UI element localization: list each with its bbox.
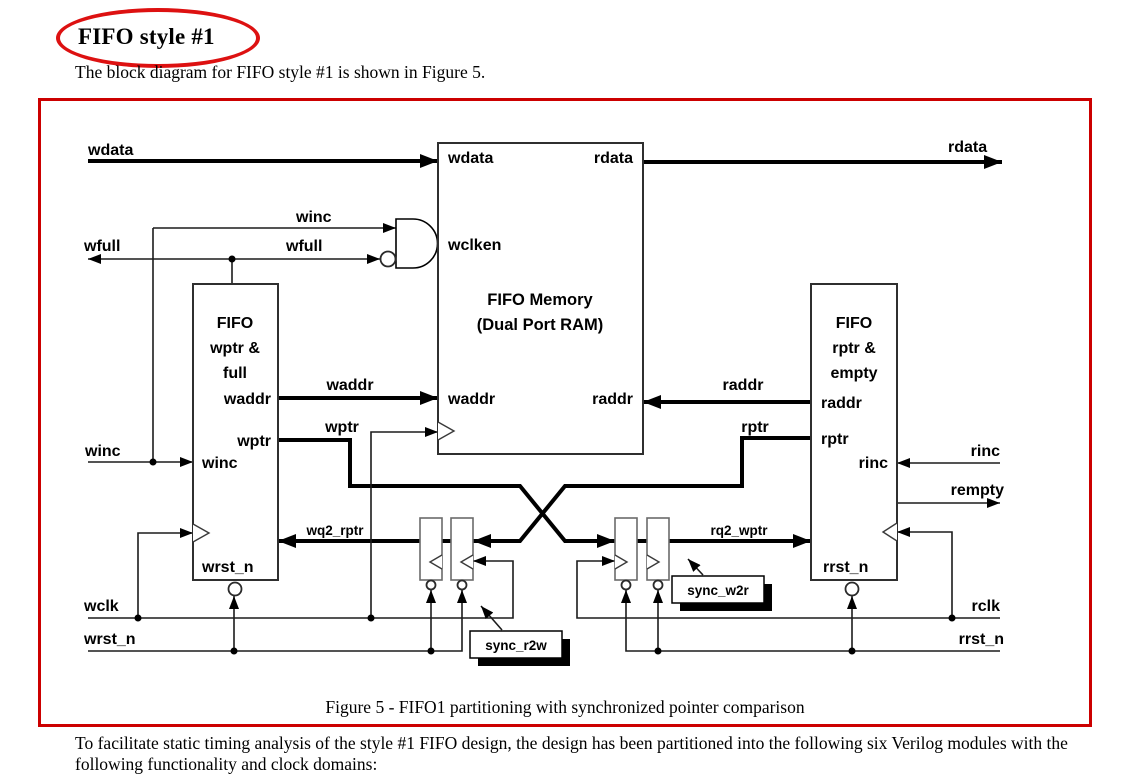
raddr-label: raddr [723, 377, 764, 394]
rinc-label: rinc [971, 443, 1000, 460]
control-wires [88, 223, 1000, 652]
sync-w2r-flipflops [614, 517, 670, 591]
ff-clock-icon [614, 554, 629, 570]
wclk-wire [88, 556, 514, 619]
rptr-label: rptr [741, 419, 769, 436]
rptr-bus [473, 436, 811, 548]
wptr-port-waddr: waddr [223, 391, 271, 408]
ram-port-raddr: raddr [592, 391, 633, 408]
wclk-to-wptr-clock [137, 528, 193, 618]
fifo-rptr-empty-block: FIFO rptr & empty raddr rptr rinc rrst_n [810, 283, 898, 597]
sync-r2w-ff2 [450, 517, 474, 581]
rptr-port-rrst: rrst_n [823, 559, 868, 576]
sync-w2r-ff2 [646, 517, 670, 581]
and-gate-wclken [379, 218, 439, 269]
ff-reset-bubble [456, 579, 468, 591]
wptr-port-wptr: wptr [236, 433, 271, 450]
rclk-to-rptr-clock [897, 527, 953, 618]
fifo-block-diagram: wdata rdata wclken FIFO Memory (Dual Por… [83, 139, 1004, 666]
wptr-title-line3: full [223, 365, 247, 382]
wptr-label: wptr [324, 419, 359, 436]
wdata-label: wdata [87, 142, 133, 159]
wclk-to-ram-clock [370, 427, 438, 618]
signal-labels: wdata rdata winc wfull wfull waddr raddr… [83, 139, 1004, 648]
rclk-label: rclk [972, 598, 1001, 615]
ff-reset-bubble [425, 579, 437, 591]
ram-port-wdata: wdata [447, 150, 493, 167]
wrst-wire [88, 590, 467, 652]
ram-title-line2: (Dual Port RAM) [477, 316, 604, 334]
ff-clock-icon [459, 554, 474, 570]
wfull-gate-label: wfull [285, 238, 322, 255]
rrst-label: rrst_n [959, 631, 1004, 648]
rempty-label: rempty [951, 482, 1004, 499]
sync-w2r-label: sync_w2r [687, 583, 749, 598]
rq2-wptr-label: rq2_wptr [710, 523, 768, 538]
winc-gate-label: winc [295, 209, 332, 226]
wptr-clock-icon [192, 523, 211, 543]
rptr-title-line3: empty [830, 365, 877, 382]
ff-reset-bubble [620, 579, 632, 591]
sync-w2r-ff1 [614, 517, 638, 581]
ram-port-wclken: wclken [447, 237, 501, 254]
wptr-bus [278, 438, 615, 548]
junction-dots [134, 255, 956, 655]
fifo-wptr-full-block: FIFO wptr & full waddr wptr winc wrst_n [192, 283, 279, 597]
page-title: FIFO style #1 [78, 24, 215, 49]
rptr-title-line2: rptr & [832, 340, 876, 357]
ram-clock-icon [437, 421, 456, 441]
wptr-reset-bubble [227, 581, 243, 597]
rrst-wire [621, 590, 1000, 652]
ram-title-line1: FIFO Memory [487, 291, 593, 309]
wptr-port-winc: winc [201, 455, 238, 472]
intro-text: The block diagram for FIFO style #1 is s… [75, 62, 486, 82]
rclk-wire [576, 556, 1000, 619]
gate-invert-bubble [379, 250, 397, 268]
waddr-label: waddr [325, 377, 373, 394]
ram-port-rdata: rdata [594, 150, 633, 167]
sync-r2w-label: sync_r2w [485, 638, 547, 653]
wfull-out-label: wfull [83, 238, 120, 255]
rdata-label: rdata [948, 139, 987, 156]
wclk-label: wclk [83, 598, 119, 615]
ff-clock-icon [428, 554, 443, 570]
ff-reset-bubble [652, 579, 664, 591]
rptr-title-line1: FIFO [836, 315, 872, 332]
ram-port-waddr: waddr [447, 391, 495, 408]
wrst-label: wrst_n [83, 631, 136, 648]
figure-caption: Figure 5 - FIFO1 partitioning with synch… [325, 697, 805, 717]
sync-w2r-callout: sync_w2r [671, 558, 772, 611]
rptr-reset-bubble [844, 581, 860, 597]
wptr-port-wrst: wrst_n [201, 559, 254, 576]
sync-r2w-ff1 [419, 517, 443, 581]
sync-r2w-flipflops [419, 517, 474, 591]
winc-in-label: winc [84, 443, 121, 460]
body-paragraph: To facilitate static timing analysis of … [75, 733, 1068, 774]
fifo-memory-block: wdata rdata wclken FIFO Memory (Dual Por… [437, 142, 644, 455]
rptr-clock-icon [881, 522, 898, 542]
rptr-port-raddr: raddr [821, 395, 862, 412]
ff-clock-icon [646, 554, 661, 570]
wq2-rptr-label: wq2_rptr [305, 523, 364, 538]
rptr-port-rptr: rptr [821, 431, 849, 448]
rptr-port-rinc: rinc [859, 455, 888, 472]
sync-r2w-callout: sync_r2w [469, 605, 570, 666]
wptr-title-line1: FIFO [217, 315, 253, 332]
wptr-title-line2: wptr & [209, 340, 260, 357]
